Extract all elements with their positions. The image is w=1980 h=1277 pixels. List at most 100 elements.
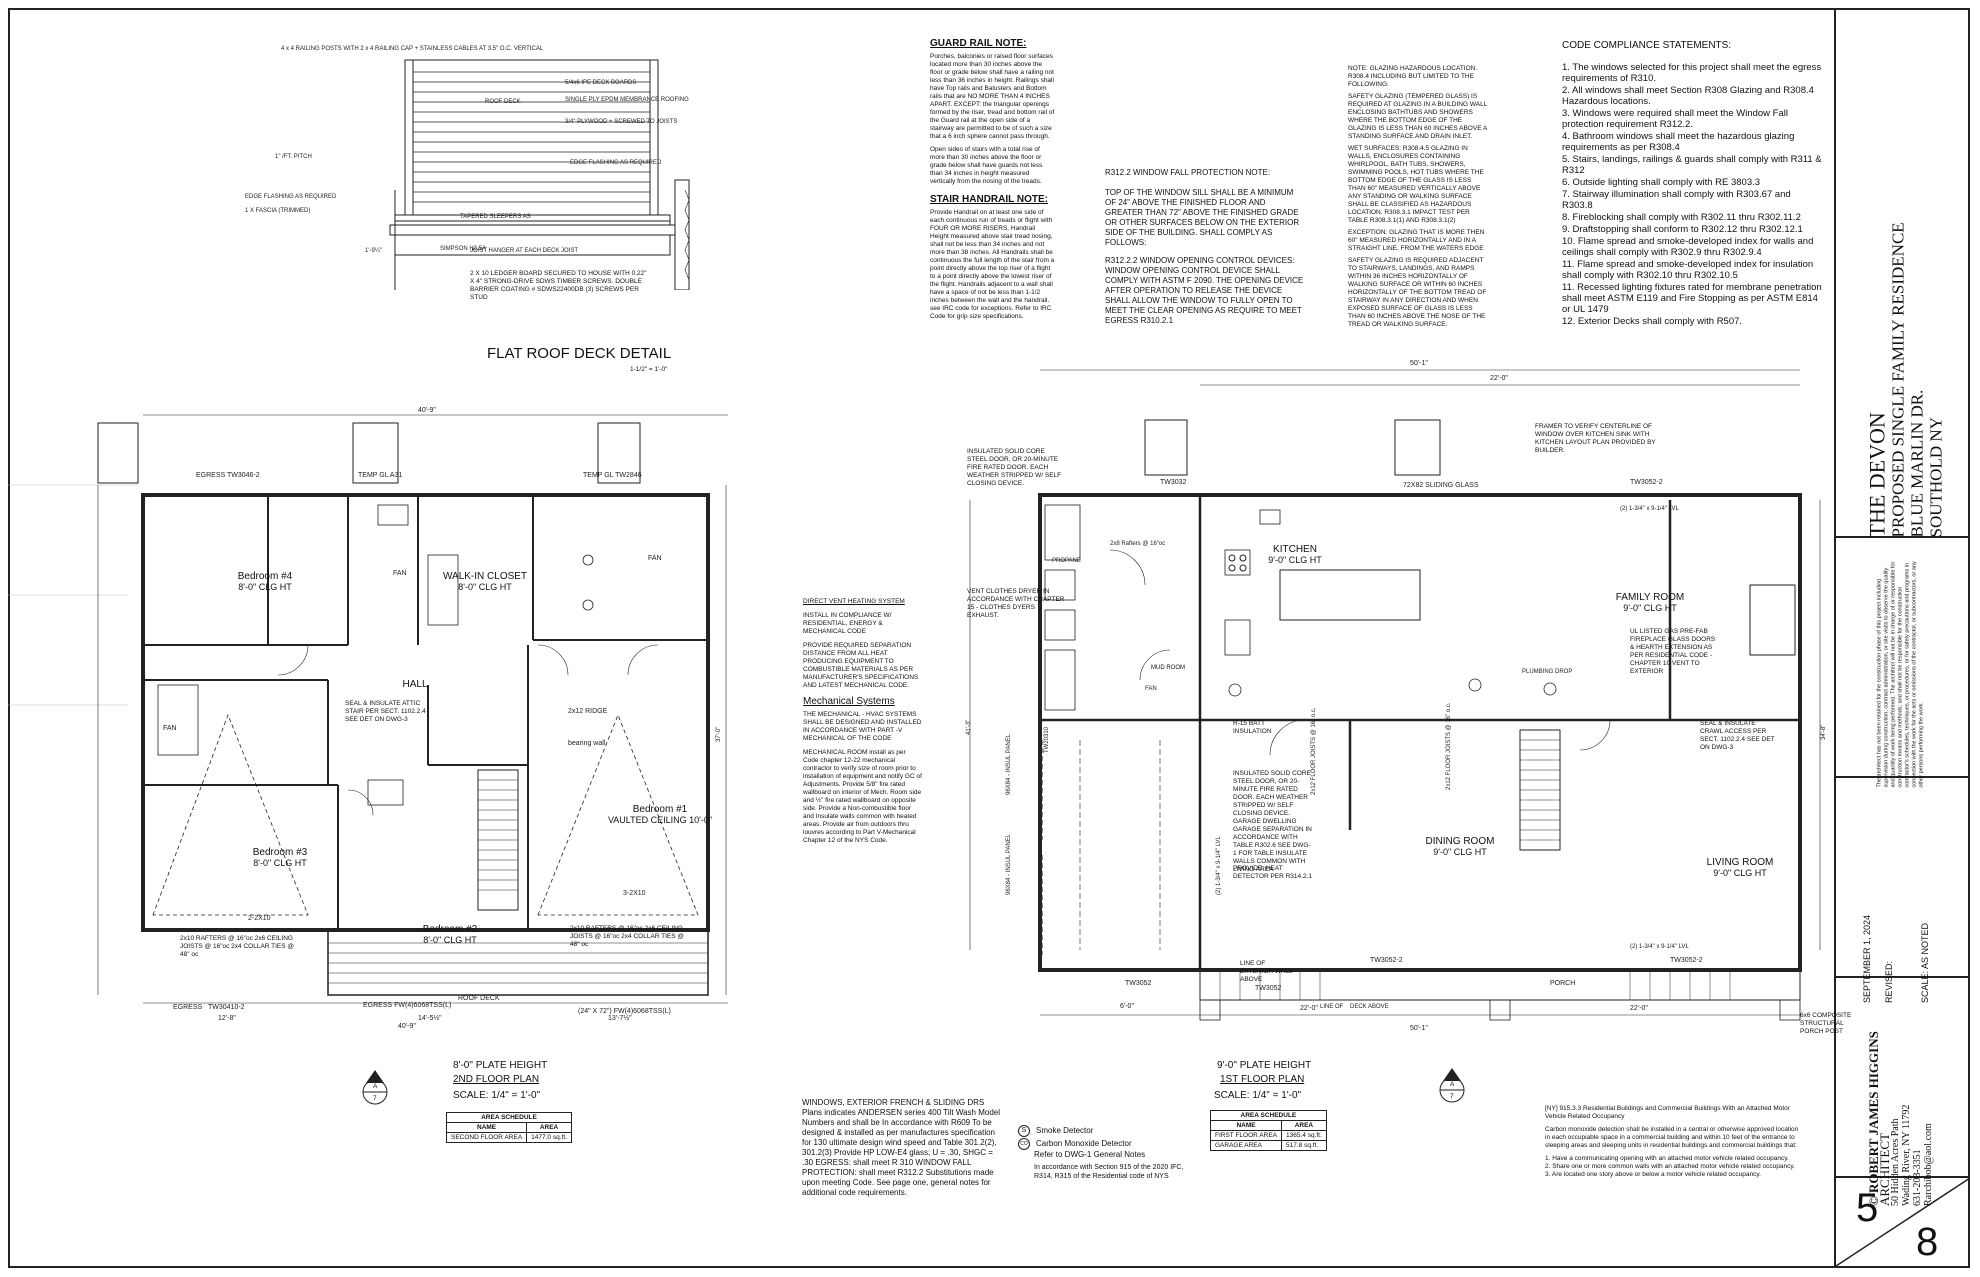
project-town: SOUTHOLD NY — [1926, 417, 1946, 538]
dimension: 22'-0" — [1490, 375, 1508, 382]
roof-detail-label: 1" /FT. PITCH — [275, 154, 312, 160]
dimension: 37'-0" — [716, 727, 722, 742]
roof-detail-label: 1'-9¼" — [365, 248, 382, 254]
roof-detail-label: JOIST HANGER AT EACH DECK JOIST — [470, 248, 578, 254]
glazing-note: EXCEPTION: GLAZING THAT IS MORE THEN 60"… — [1348, 229, 1485, 252]
roof-detail-scale: 1-1/2" = 1'-0" — [630, 366, 668, 373]
plan-scale: SCALE: 1/4" = 1'-0" — [453, 1090, 541, 1101]
roof-detail-label: SINGLE PLY EPDM MEMBRANCE ROOFING — [565, 97, 689, 103]
heat-detector-note: PROVIDE: HEAT DETECTOR PER R314.2.1 — [1233, 865, 1312, 880]
sheet-number: 5 — [1856, 1186, 1879, 1230]
drawing-date: SEPTEMBER 1, 2024 — [1862, 914, 1872, 1003]
guard-rail-body: Porches, balconies or raised floor surfa… — [930, 53, 1055, 140]
room-hall: HALL — [402, 679, 428, 690]
co-detector-icon: CO — [1018, 1137, 1030, 1150]
project-title-panel: THE DEVON PROPOSED SINGLE FAMILY RESIDEN… — [1836, 8, 1970, 538]
second-floor-plan-drawing: EGRESS TW3046-2 TEMP GL A31 TEMP GL TW28… — [8, 407, 728, 1030]
separation-note: PROVIDE REQUIRED SEPARATION DISTANCE FRO… — [803, 642, 919, 689]
architect-disclaimer: The architect has not been retained for … — [1876, 561, 1925, 788]
section-sheet: 7 — [1450, 1093, 1454, 1100]
scale-note: SCALE: AS NOTED — [1920, 922, 1930, 1003]
window-fall-body-1: TOP OF THE WINDOW SILL SHALL BE A MINIMU… — [1105, 188, 1300, 247]
bearing-wall-label: bearing wall — [568, 740, 606, 747]
mechanical-body-2: MECHANICAL ROOM install as per Code chap… — [803, 749, 922, 844]
joist-label: 2x12 FLOOR JOISTS @ 16" o.c. — [1311, 707, 1317, 795]
window-tag: TEMP GL A31 — [358, 472, 402, 479]
joist-label: 2x12 FLOOR JOISTS @ 16" o.c. — [1446, 702, 1452, 790]
dimension: 6'-0" — [1120, 1003, 1134, 1010]
roof-detail-label: 3/4" PLYWOOD + SCREWED TO JOISTS — [565, 119, 677, 125]
title-block: THE DEVON PROPOSED SINGLE FAMILY RESIDEN… — [1834, 8, 1970, 1268]
guard-rail-note: GUARD RAIL NOTE: Porches, balconies or r… — [930, 38, 1055, 321]
window-fall-note: R312.2 WINDOW FALL PROTECTION NOTE: TOP … — [1105, 168, 1305, 326]
guard-rail-body-2: Open sides of stairs with a total rise o… — [930, 146, 1043, 185]
dimension: 50'-1" — [1410, 1025, 1428, 1032]
architect-address-2: Wading River, NY 11792 — [1901, 1104, 1912, 1206]
window-fall-body-2: R312.2.2 WINDOW OPENING CONTROL DEVICES:… — [1105, 256, 1304, 325]
smoke-detector-icon: S — [1018, 1124, 1030, 1137]
header-label: 3-2X10 — [623, 890, 646, 897]
co-note-item: 3. Are located one story above or below … — [1545, 1171, 1761, 1178]
disclaimer-panel: The architect has not been retained for … — [1836, 538, 1970, 788]
dimension: 22'-0" — [1630, 1005, 1648, 1012]
project-description: PROPOSED SINGLE FAMILY RESIDENCE — [1888, 222, 1908, 538]
insul-panel-label: 96X84 - INSUL PANEL — [1006, 833, 1012, 895]
code-compliance-item: 2. All windows shall meet Section R308 G… — [1562, 85, 1814, 107]
mechanical-title: Mechanical Systems — [803, 696, 895, 707]
code-compliance-item: 3. Windows were required shall meet the … — [1562, 108, 1788, 130]
stair-handrail-title: STAIR HANDRAIL NOTE: — [930, 194, 1048, 205]
sheet-number-box — [1836, 1178, 1970, 1266]
legend-row: CO Carbon Monoxide Detector — [1018, 1137, 1218, 1150]
porch-label: PORCH — [1550, 980, 1575, 987]
code-compliance-item: 10. Flame spread and smoke-developed ind… — [1562, 236, 1814, 258]
glazing-notes: NOTE: GLAZING HAZARDOUS LOCATION. R308.4… — [1348, 65, 1488, 333]
glazing-note: NOTE: GLAZING HAZARDOUS LOCATION. R308.4… — [1348, 65, 1478, 88]
room-mud: MUD ROOM — [1151, 665, 1185, 671]
window-tag: (24" X 72") FW(4)6068TSS(L) — [578, 1008, 671, 1015]
plan-scale: SCALE: 1/4" = 1'-0" — [1214, 1090, 1302, 1101]
first-floor-plan-drawing: TW3032 72X82 SLIDING GLASS TW3052-2 TW30… — [966, 360, 1827, 1032]
roof-detail-label: 4 x 4 RAILING POSTS WITH 2 x 4 RAILING C… — [281, 46, 544, 52]
window-tag: EGRESS TW3046-2 — [196, 472, 260, 479]
code-compliance-item: 1. The windows selected for this project… — [1562, 62, 1822, 84]
window-tag: TW3052-2 — [1370, 957, 1403, 964]
dimension: 12'-8" — [218, 1015, 236, 1022]
direct-vent-title: DIRECT VENT HEATING SYSTEM — [803, 598, 905, 605]
roof-detail-ledger-note: 2 X 10 LEDGER BOARD SECURED TO HOUSE WIT… — [470, 270, 647, 301]
insulated-door-note: INSULATED SOLID CORE STEEL DOOR, OR 20-M… — [967, 448, 1062, 487]
architect-phone: 631-208-3351 — [1912, 1149, 1923, 1206]
plan-title: 2ND FLOOR PLAN — [453, 1074, 540, 1085]
dimension: 40'-9" — [418, 407, 436, 414]
window-tag: EGRESS FW(4)6068TSS(L) — [363, 1002, 451, 1009]
window-tag: 72X82 SLIDING GLASS — [1403, 482, 1479, 489]
roof-detail-label: EDGE FLASHING AS REQUIRED — [245, 194, 337, 200]
window-tag: TEMP GL TW2846 — [583, 472, 642, 479]
architect-panel: © ROBERT JAMES HIGGINS ARCHITECT 50 Hidd… — [1836, 978, 1970, 1206]
project-name: THE DEVON — [1864, 412, 1890, 538]
window-tag: EGRESS — [173, 1004, 203, 1011]
architect-address-1: 50 Hidden Acres Path — [1890, 1118, 1901, 1207]
rafter-note: 2x10 RAFTERS @ 16"oc 2x6 CEILING JOISTS … — [180, 935, 295, 958]
roof-detail-label: 5/4x6 IPE DECK BOARDS — [565, 80, 636, 86]
dimension: 41'-3" — [966, 720, 972, 735]
glazing-note: WET SURFACES: R308.4.5 GLAZING IN WALLS,… — [1348, 145, 1484, 224]
date-panel: SEPTEMBER 1, 2024 REVISED: SCALE: AS NOT… — [1836, 778, 1970, 1003]
insul-panel-label: 96X84 - INSUL PANEL — [1006, 733, 1012, 795]
porch-post-note: 6x6 COMPOSITE STRUCTURAL PORCH POST — [1800, 1012, 1852, 1035]
mechanical-notes: DIRECT VENT HEATING SYSTEM INSTALL IN CO… — [803, 598, 923, 845]
plate-height: 8'-0" PLATE HEIGHT — [453, 1060, 548, 1071]
code-compliance-item: 9. Draftstopping shall conform to R302.1… — [1562, 224, 1803, 235]
section-marker-icon — [362, 1070, 388, 1105]
schedule-header: NAME — [1209, 1120, 1283, 1131]
dimension: 34'-8" — [1821, 725, 1827, 740]
roof-detail-label: TAPERED SLEEPERS AS — [460, 214, 531, 220]
